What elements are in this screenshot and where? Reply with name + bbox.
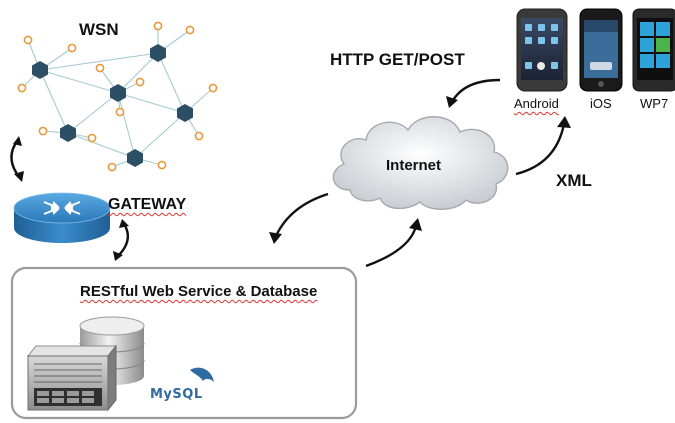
ios-label: iOS xyxy=(590,96,612,111)
server-internet-arrow xyxy=(365,218,422,268)
wp7-phone-icon xyxy=(632,8,675,92)
router-icon xyxy=(13,192,111,243)
wsn-title: WSN xyxy=(79,20,119,39)
mysql-logo: MySQL xyxy=(150,387,203,402)
mysql-dolphin-icon xyxy=(190,367,214,382)
internet-label: Internet xyxy=(386,157,442,174)
mysql-logo-text: MySQL xyxy=(150,387,203,402)
wsn-network xyxy=(17,21,218,172)
xml-label: XML xyxy=(556,171,592,190)
gateway-label-text: GATEWAY xyxy=(108,196,187,213)
wsn-gateway-arrow xyxy=(10,136,24,182)
restful-service-label-text: RESTful Web Service & Database xyxy=(80,283,318,300)
wsn-leaf-nodes xyxy=(17,21,218,172)
http-get-post-label: HTTP GET/POST xyxy=(330,50,465,69)
internet-cloud-icon xyxy=(332,116,509,210)
wsn-sensor-nodes xyxy=(32,44,193,167)
android-label: Android xyxy=(514,96,559,111)
http-arrow xyxy=(446,78,501,108)
internet-server-arrow xyxy=(269,192,329,244)
restful-service-label: RESTful Web Service & Database xyxy=(80,283,317,300)
wp7-label: WP7 xyxy=(640,96,669,111)
gateway-label: GATEWAY xyxy=(108,196,186,214)
gateway-server-arrow xyxy=(113,219,130,261)
server-rack-icon xyxy=(26,344,118,412)
android-phone-icon xyxy=(516,8,568,92)
ios-phone-icon xyxy=(579,8,623,92)
xml-arrow xyxy=(515,116,571,176)
